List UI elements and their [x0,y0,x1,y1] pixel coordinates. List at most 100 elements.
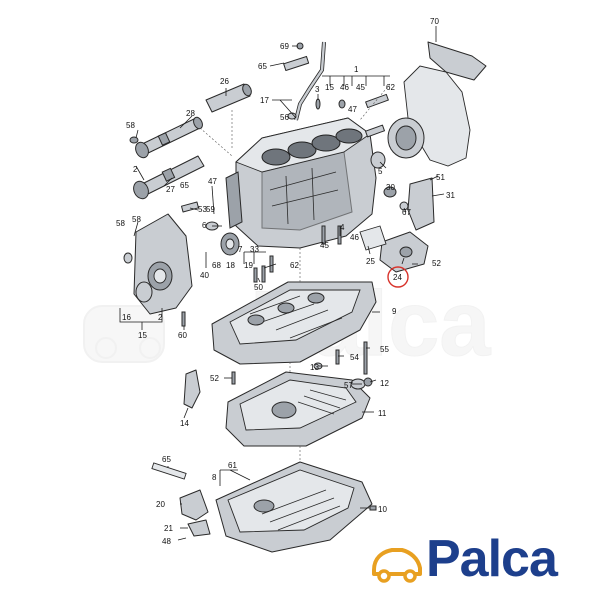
callout-19: 19 [244,261,253,270]
part-70-cover [427,41,487,81]
callout-59: 59 [206,205,215,214]
callout-2: 2 [158,313,163,322]
part-18-sprocket [220,232,240,256]
callout-31: 31 [446,191,455,200]
part-12-flange [363,377,373,387]
callout-24-highlight [387,266,409,288]
part-3-pin [315,98,321,110]
callout-48: 48 [162,537,171,546]
callout-62: 62 [386,83,395,92]
part-60-bolt [181,311,186,327]
callout-25: 25 [366,257,375,266]
callout-3: 3 [315,85,320,94]
part-16-seal [135,281,153,303]
part-5-seal [370,151,386,169]
callout-40: 40 [200,271,209,280]
part-10-oil-pan [215,461,373,553]
callout-20: 20 [156,500,165,509]
callout-21: 21 [164,524,173,533]
callout-9: 9 [392,307,397,316]
callout-46: 46 [350,233,359,242]
part-20-mount [179,489,209,521]
callout-58: 58 [132,215,141,224]
callout-50: 50 [254,283,263,292]
callout-57: 57 [344,381,353,390]
callout-14: 14 [180,419,189,428]
part-55-bolt [363,341,368,375]
part-62-stud [261,265,266,283]
callout-69: 69 [280,42,289,51]
callout-7: 7 [238,245,243,254]
callout-55: 55 [380,345,389,354]
palca-logo: Palca [368,528,586,590]
callout-45: 45 [356,83,365,92]
callout-51: 51 [436,173,445,182]
callout-labels: 70 69 65 1 15 46 45 62 26 17 3 47 28 56 … [116,17,455,546]
part-28-balance-shaft [135,116,203,159]
callout-47: 47 [208,177,217,186]
part-31-bracket [407,177,435,231]
callout-5: 5 [378,167,383,176]
part-dipstick-tube [294,41,326,121]
part-26-shaft [205,83,252,113]
part-53-key [180,201,200,213]
callout-1: 1 [354,65,359,74]
callout-6: 6 [202,221,207,230]
part-engine-block [225,117,377,249]
callout-12: 12 [380,379,389,388]
callout-17: 17 [260,96,269,105]
callout-16: 16 [122,313,131,322]
part-27-balance-shaft [133,155,205,200]
callout-65: 65 [162,455,171,464]
callout-47: 47 [348,105,357,114]
part-62-gasket [365,93,389,109]
callout-54: 54 [350,353,359,362]
brand-name: Palca [426,530,558,588]
callout-67: 67 [402,208,411,217]
part-65-seal [365,124,385,138]
part-7-drain-plug [369,505,377,511]
callout-70: 70 [430,17,439,26]
part-65-connector [283,55,310,72]
callout-2: 2 [133,165,138,174]
callout-13: 13 [310,363,319,372]
leader-lines [119,26,445,541]
car-icon [372,548,422,583]
part-67-plug [399,201,409,211]
part-58-bolt [129,136,139,144]
callout-18: 18 [226,261,235,270]
callout-52: 52 [210,374,219,383]
callout-65: 65 [180,181,189,190]
callout-10: 10 [378,505,387,514]
assembly-lines [199,83,391,462]
callout-8: 8 [212,473,217,482]
callout-61: 61 [228,461,237,470]
callout-11: 11 [378,409,387,418]
callout-62: 62 [290,261,299,270]
callout-33: 33 [250,245,259,254]
callout-4: 4 [340,223,345,232]
part-47-plug [338,99,346,109]
part-24-oil-pump [359,225,429,273]
part-52-bolt [231,371,236,385]
callout-28: 28 [186,109,195,118]
callout-53: 53 [198,205,207,214]
callout-27: 27 [166,185,175,194]
callout-24: 24 [393,273,402,282]
part-14-sensor [183,369,201,409]
part-30-sensor [383,186,397,198]
callout-30: 30 [386,183,395,192]
callout-68: 68 [212,261,221,270]
callout-56: 56 [280,113,289,122]
part-9-bedplate [211,281,377,365]
callout-15: 15 [138,331,147,340]
part-11-baffle [225,371,371,447]
part-rear-seal [387,117,425,159]
callout-15: 15 [325,83,334,92]
part-58-washer [123,252,133,264]
callout-58: 58 [126,121,135,130]
callout-46: 46 [340,83,349,92]
part-bolts-center [253,225,342,283]
callout-60: 60 [178,331,187,340]
